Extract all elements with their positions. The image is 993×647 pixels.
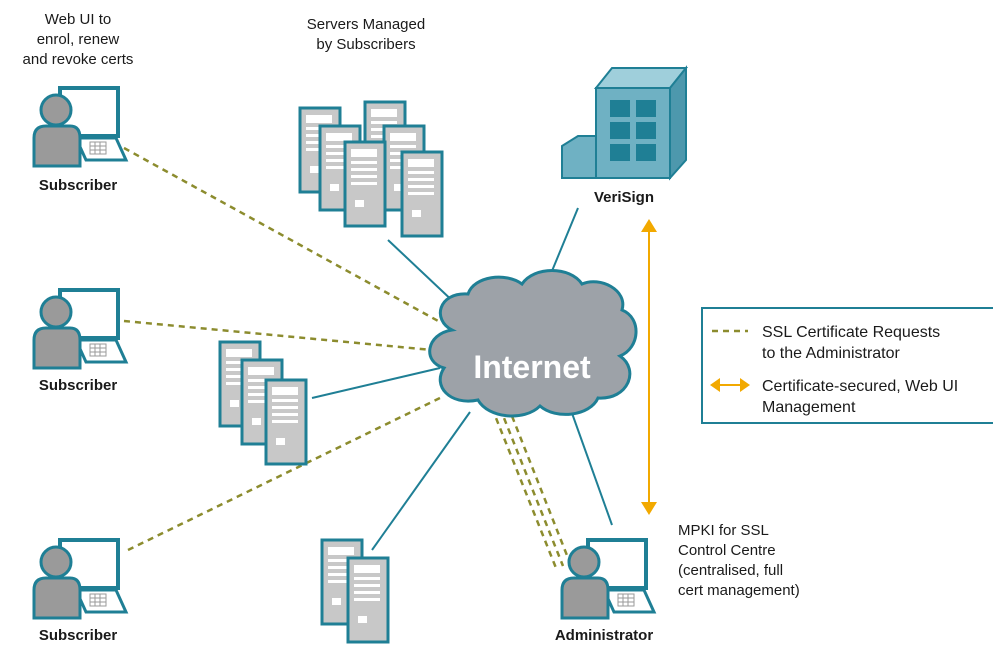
line-servers-top — [387, 239, 459, 307]
mpki-note-line1: MPKI for SSL — [678, 522, 769, 539]
subscriber-mid-label: Subscriber — [39, 377, 118, 394]
line-subscriber-mid — [123, 319, 433, 352]
computer-user-icon — [32, 86, 128, 168]
web-ui-note-line1: Web UI to — [45, 11, 111, 28]
subscriber-bottom-label: Subscriber — [39, 627, 118, 644]
line-admin-2 — [498, 407, 565, 567]
mpki-note-line3: (centralised, full — [678, 562, 783, 579]
management-arrow — [641, 219, 657, 515]
mpki-note-line4: cert management) — [678, 582, 800, 599]
legend-item2-line2: Management — [762, 399, 856, 416]
subscriber-top: Web UI to enrol, renew and revoke certs … — [23, 11, 134, 194]
line-subscriber-bottom — [127, 396, 441, 552]
mpki-note-line2: Control Centre — [678, 542, 776, 559]
legend-item1-line2: to the Administrator — [762, 345, 901, 362]
servers-note-line2: by Subscribers — [316, 36, 415, 53]
legend-arrow-swatch — [710, 378, 750, 392]
server-tower-icon — [346, 556, 390, 644]
line-admin-3 — [506, 405, 572, 564]
legend-item1-line1: SSL Certificate Requests — [762, 324, 940, 341]
administrator: Administrator MPKI for SSL Control Centr… — [555, 522, 800, 644]
subscriber-top-label: Subscriber — [39, 177, 118, 194]
line-servers-mid — [311, 367, 441, 399]
servers-mid-cluster — [218, 340, 308, 466]
subscriber-bottom: Subscriber — [32, 538, 128, 644]
subscriber-mid: Subscriber — [32, 288, 128, 394]
server-tower-icon — [264, 378, 308, 466]
web-ui-note-line2: enrol, renew — [37, 31, 120, 48]
line-subscriber-top — [123, 146, 441, 324]
servers-top-cluster: Servers Managed by Subscribers — [298, 16, 444, 238]
verisign: VeriSign — [561, 65, 689, 206]
server-tower-icon — [343, 140, 387, 228]
computer-user-icon — [32, 288, 128, 370]
web-ui-note-line3: and revoke certs — [23, 51, 134, 68]
internet-label: Internet — [473, 349, 591, 385]
line-administrator — [567, 401, 613, 526]
computer-user-icon — [32, 538, 128, 620]
administrator-label: Administrator — [555, 627, 654, 644]
ssl-request-lines — [123, 146, 572, 569]
internet-cloud: Internet — [428, 269, 638, 418]
computer-user-icon — [560, 538, 656, 620]
legend: SSL Certificate Requests to the Administ… — [701, 307, 993, 424]
legend-item2-line1: Certificate-secured, Web UI — [762, 378, 958, 395]
server-tower-icon — [400, 150, 444, 238]
line-servers-bottom — [371, 411, 471, 551]
line-admin-1 — [490, 407, 558, 569]
servers-note-line1: Servers Managed — [307, 16, 425, 33]
verisign-label: VeriSign — [594, 189, 654, 206]
servers-bottom-cluster — [320, 538, 390, 644]
